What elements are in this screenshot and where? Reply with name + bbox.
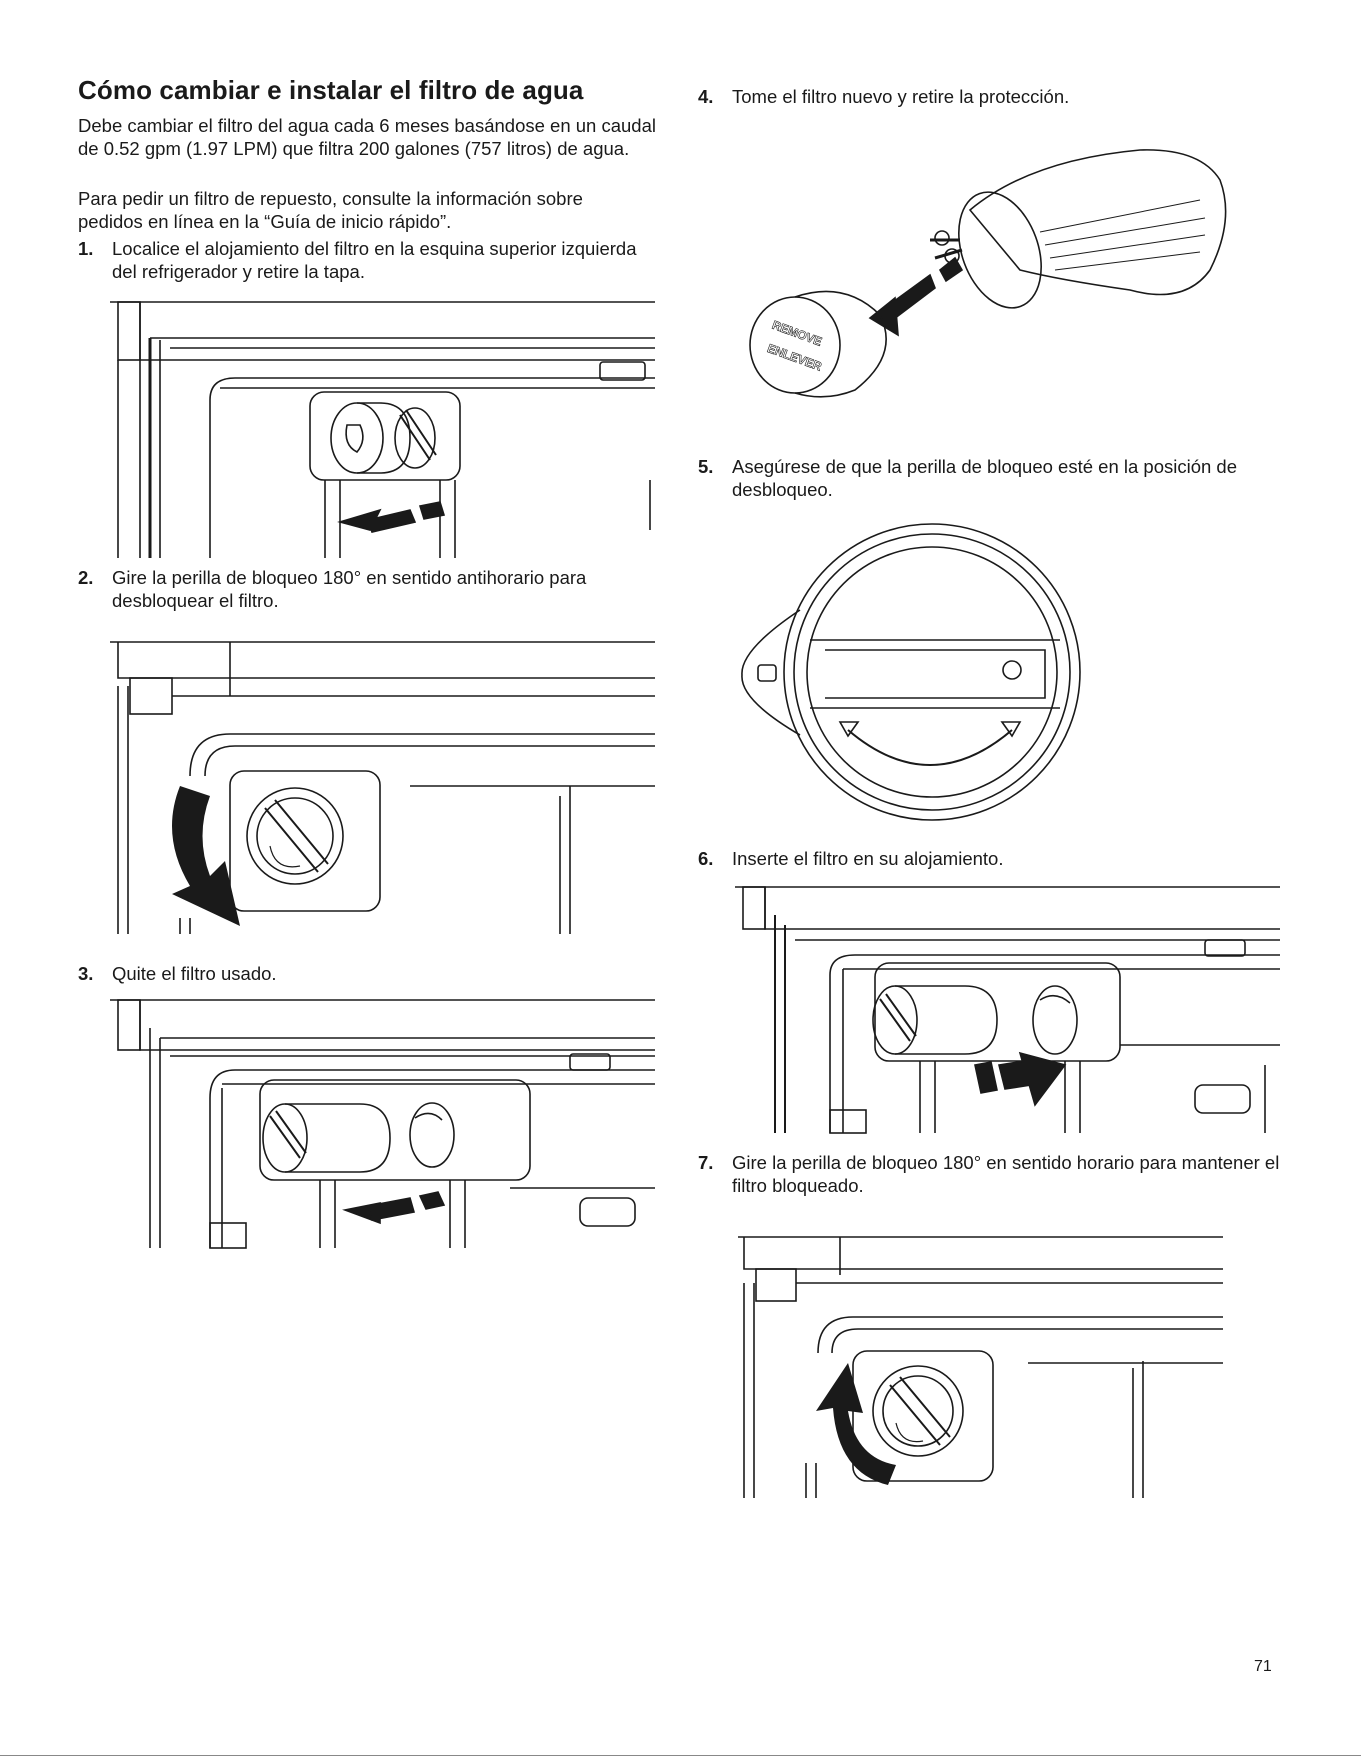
step-text: Asegúrese de que la perilla de bloqueo e…	[732, 456, 1238, 500]
figure-new-filter: REMOVE ENLEVER	[730, 140, 1250, 400]
step-number: 6.	[698, 848, 714, 869]
intro-paragraph-2: Para pedir un filtro de repuesto, consul…	[78, 188, 583, 232]
figure-remove-cover	[110, 300, 655, 560]
step-text: Inserte el filtro en su alojamiento.	[732, 848, 1004, 869]
step-text: Quite el filtro usado.	[112, 963, 277, 984]
figure-insert-filter	[735, 885, 1280, 1135]
figure-unlock-knob	[110, 636, 655, 936]
step-number: 2.	[78, 567, 94, 588]
step-5: 5. Asegúrese de que la perilla de bloque…	[698, 455, 1298, 501]
step-number: 1.	[78, 238, 94, 259]
figure-remove-old-filter	[110, 998, 655, 1250]
page-title: Cómo cambiar e instalar el filtro de agu…	[78, 75, 584, 105]
step-number: 7.	[698, 1152, 714, 1173]
page-number: 71	[1254, 1658, 1272, 1675]
step-number: 4.	[698, 86, 714, 107]
step-text: Localice el alojamiento del filtro en la…	[112, 238, 637, 282]
step-text: Tome el filtro nuevo y retire la protecc…	[732, 86, 1070, 107]
step-3: 3. Quite el filtro usado.	[78, 962, 638, 985]
step-text: Gire la perilla de bloqueo 180° en senti…	[732, 1152, 1280, 1196]
step-number: 3.	[78, 963, 94, 984]
step-2: 2. Gire la perilla de bloqueo 180° en se…	[78, 566, 638, 612]
intro-paragraph-1: Debe cambiar el filtro del agua cada 6 m…	[78, 115, 656, 159]
step-text: Gire la perilla de bloqueo 180° en senti…	[112, 567, 587, 611]
figure-lock-knob	[738, 1233, 1223, 1500]
step-number: 5.	[698, 456, 714, 477]
figure-knob-unlock-position	[730, 510, 1090, 830]
step-7: 7. Gire la perilla de bloqueo 180° en se…	[698, 1151, 1298, 1197]
step-6: 6. Inserte el filtro en su alojamiento.	[698, 847, 1298, 870]
step-4: 4. Tome el filtro nuevo y retire la prot…	[698, 85, 1298, 108]
footer-rule	[0, 1755, 1361, 1756]
step-1: 1. Localice el alojamiento del filtro en…	[78, 237, 638, 283]
